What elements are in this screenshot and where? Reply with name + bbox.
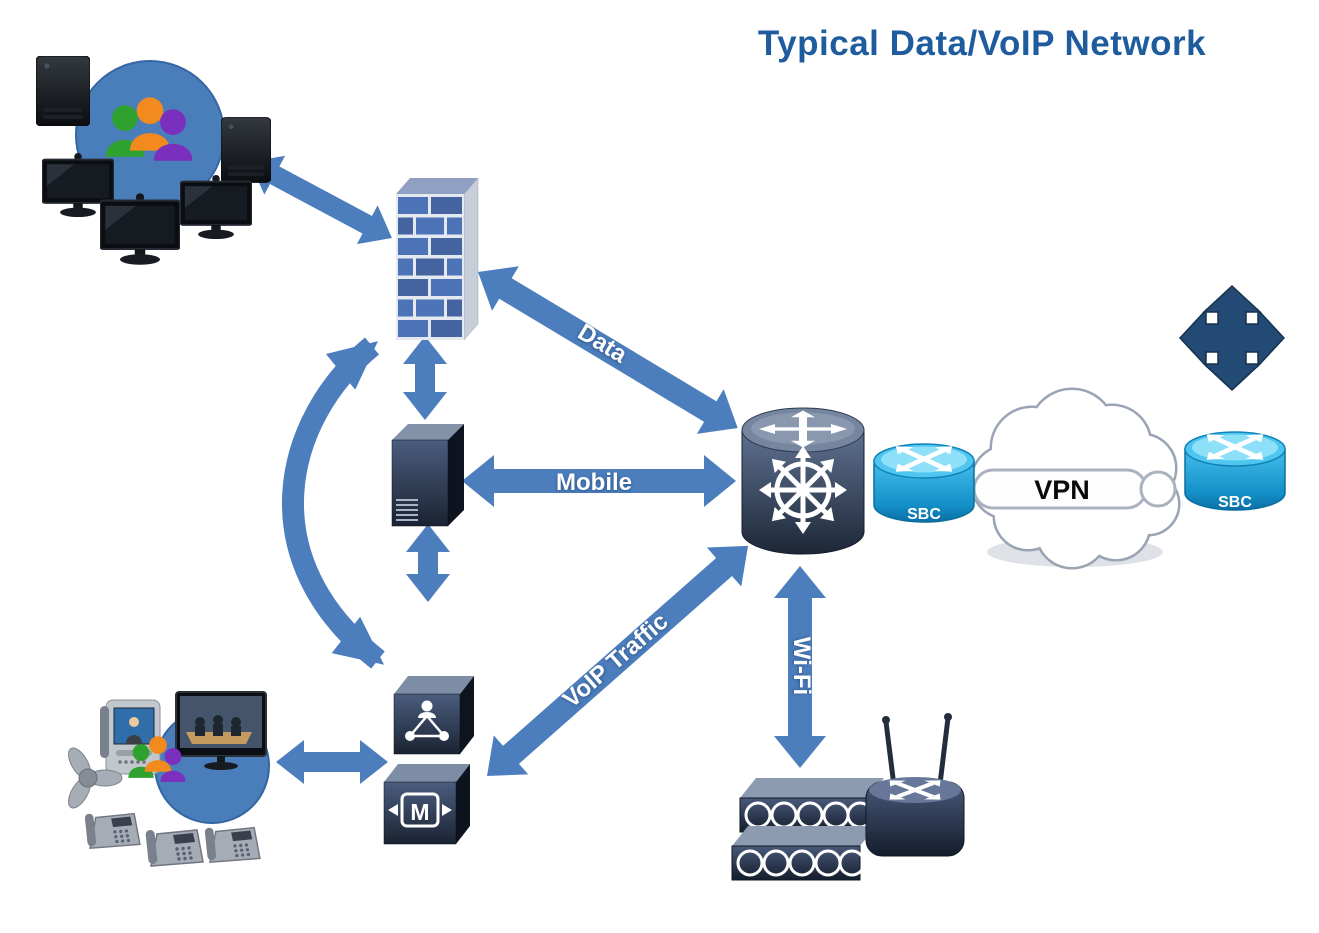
diagram-title: Typical Data/VoIP Network <box>757 24 1207 63</box>
sbc-right-icon: SBC <box>1184 430 1286 511</box>
arrow-curved-firewall-callservers <box>281 337 385 669</box>
sbc-left-label: SBC <box>907 506 941 523</box>
monitor-icon <box>100 192 180 266</box>
sbc-right-label: SBC <box>1218 494 1252 511</box>
mobile-arrow-label: Mobile <box>556 469 632 496</box>
arrow-server-down <box>406 524 450 602</box>
core-router-icon <box>741 407 865 555</box>
media-gateway-icon: M <box>383 764 470 845</box>
conference-icon <box>405 700 449 741</box>
server-tower-icon <box>221 117 271 183</box>
arrow-voip-traffic <box>487 545 749 776</box>
sbc-left-icon: SBC <box>873 442 975 523</box>
vpn-label: VPN <box>1034 475 1090 505</box>
ip-phone-icon <box>204 826 261 863</box>
conference-phone-icon <box>68 747 123 809</box>
router-front-arrows-icon <box>759 446 847 534</box>
arrow-data <box>478 266 738 434</box>
voip-endpoints-group <box>68 691 270 867</box>
arrow-endpoints-callservers <box>276 740 388 784</box>
conference-server-icon <box>393 676 474 755</box>
access-point-icon <box>731 826 876 881</box>
left-arrow-icon <box>388 804 398 816</box>
vpn-cloud: VPN <box>969 387 1181 570</box>
vpn-tunnel-pill: VPN <box>972 468 1177 510</box>
ip-phone-icon <box>84 812 141 849</box>
users-lan-group <box>36 56 271 266</box>
telepresence-screen-icon <box>175 691 267 770</box>
right-arrow-icon <box>442 804 452 816</box>
wifi-arrow-label: Wi-Fi <box>788 636 815 696</box>
media-gateway-letter: M <box>410 799 429 825</box>
antenna-icon <box>882 713 952 789</box>
ip-phone-icon <box>144 828 204 867</box>
monitor-icon <box>180 174 252 240</box>
arrow-wifi <box>774 566 826 768</box>
access-point-icon <box>739 778 884 833</box>
four-way-arrow-icon <box>1178 284 1286 392</box>
router-arrows-icon <box>889 780 941 800</box>
wireless-router-icon <box>865 713 965 857</box>
server-icon <box>391 424 464 527</box>
server-tower-icon <box>36 56 90 126</box>
arrow-firewall-server <box>403 336 447 420</box>
firewall-icon <box>396 177 479 341</box>
arrow-mobile <box>462 455 736 507</box>
router-top-arrows-icon <box>759 410 847 448</box>
